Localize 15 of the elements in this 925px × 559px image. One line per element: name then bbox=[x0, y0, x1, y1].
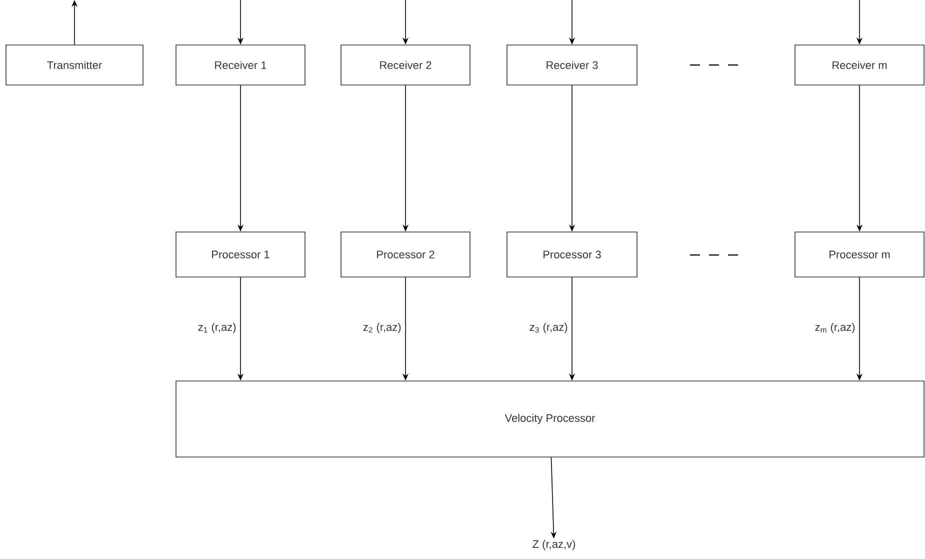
processor-box: Processor 3 bbox=[506, 232, 638, 278]
receiver-box: Receiver 1 bbox=[176, 44, 306, 86]
edge-label: z$_{m}$ (r,az) bbox=[815, 322, 855, 334]
output-label: Z (r,az,v) bbox=[532, 540, 576, 550]
processor-bar: Velocity Processor bbox=[176, 380, 924, 458]
processor-box: Processor 2 bbox=[340, 232, 470, 278]
receiver-box: Receiver 3 bbox=[506, 44, 638, 86]
processor-box: Processor m bbox=[794, 232, 924, 278]
edge-label: z$_{3}$ (r,az) bbox=[530, 322, 568, 334]
edge-label: z$_{1}$ (r,az) bbox=[198, 322, 236, 334]
transmitter-box: Transmitter bbox=[6, 44, 144, 86]
edge-label: z$_{2}$ (r,az) bbox=[363, 322, 401, 334]
receiver-box: Receiver m bbox=[794, 44, 924, 86]
processor-box: Processor 1 bbox=[176, 232, 306, 278]
receiver-box: Receiver 2 bbox=[340, 44, 470, 86]
